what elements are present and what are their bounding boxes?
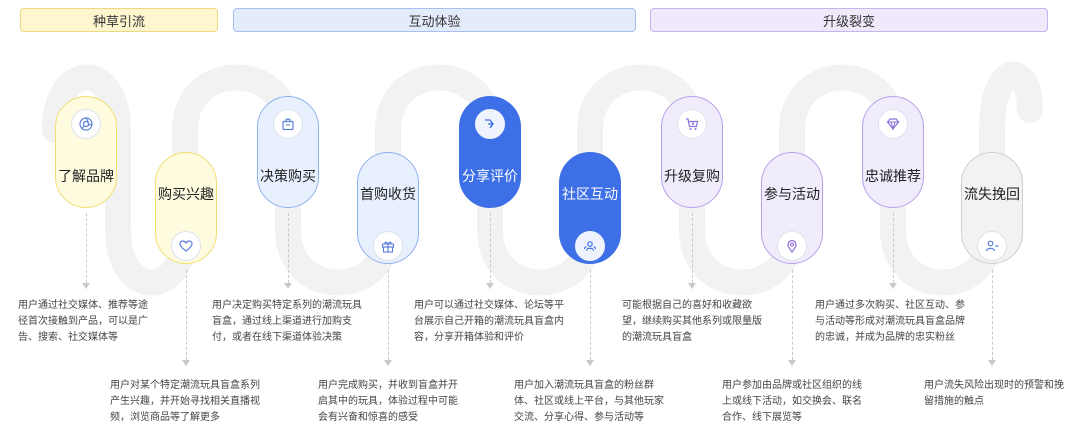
step-description: 用户流失风险出现时的预警和挽留措施的触点 (924, 380, 1064, 407)
step-pill-community-interaction[interactable] (559, 152, 621, 264)
step-description: 用户参加由品牌或社区组织的线上或线下活动，如交换会、联名合作、线下展览等 (722, 380, 862, 423)
step-pill-purchase-decision[interactable] (257, 96, 319, 208)
step-title: 升级复购 (664, 169, 720, 185)
connector-arrow (384, 360, 392, 366)
phase-bar-interaction: 互动体验 (233, 8, 636, 32)
phase-label: 种草引流 (92, 14, 145, 30)
step-pill-upgrade-repurchase[interactable] (661, 96, 723, 208)
step-pill-join-activities[interactable] (761, 152, 823, 264)
step-pill-understand-brand[interactable] (55, 96, 117, 208)
connector-line (186, 270, 187, 360)
step-title: 购买兴趣 (158, 187, 214, 203)
shopping-bag-icon (273, 109, 303, 139)
step-title: 参与活动 (764, 187, 820, 203)
connector-arrow (586, 360, 594, 366)
step-title: 分享评价 (462, 169, 518, 185)
gift-icon (373, 231, 403, 261)
heart-icon (171, 231, 201, 261)
step-title: 社区互动 (562, 187, 618, 203)
connector-arrow (988, 360, 996, 366)
step-description: 用户决定购买特定系列的潮流玩具盲盒，通过线上渠道进行加购支付，或者在线下渠道体验… (212, 300, 362, 343)
community-icon (575, 231, 605, 261)
diamond-icon (878, 109, 908, 139)
step-description: 用户加入潮流玩具盲盒的粉丝群体、社区或线上平台，与其他玩家交流、分享心得、参与活… (514, 380, 664, 423)
connector-arrow (82, 283, 90, 289)
connector-arrow (486, 283, 494, 289)
phase-bar-awareness: 种草引流 (20, 8, 218, 32)
step-description: 用户完成购买，并收到盲盒并开启其中的玩具，体验过程中可能会有兴奋和惊喜的感受 (318, 380, 458, 423)
user-minus-icon (977, 231, 1007, 261)
location-pin-icon (777, 231, 807, 261)
connector-line (792, 270, 793, 360)
step-title: 决策购买 (260, 169, 316, 185)
phase-bar-upgrade: 升级裂变 (650, 8, 1048, 32)
connector-line (388, 270, 389, 360)
cart-icon (677, 109, 707, 139)
connector-line (490, 213, 491, 283)
step-title: 首购收货 (360, 187, 416, 203)
connector-arrow (182, 360, 190, 366)
step-description: 用户可以通过社交媒体、论坛等平台展示自己开箱的潮流玩具盲盒内容，分享开箱体验和评… (414, 300, 564, 343)
step-pill-loyal-recommend[interactable] (862, 96, 924, 208)
step-description: 可能根据自己的喜好和收藏欲望，继续购买其他系列或限量版的潮流玩具盲盒 (622, 300, 762, 343)
aperture-icon (71, 109, 101, 139)
step-title: 流失挽回 (964, 187, 1020, 203)
step-description: 用户通过社交媒体、推荐等途径首次接触到产品，可以是广告、搜索、社交媒体等 (18, 300, 148, 343)
connector-arrow (688, 283, 696, 289)
step-title: 了解品牌 (58, 169, 114, 185)
step-description: 用户通过多次购买、社区互动、参与活动等形成对潮流玩具盲盒品牌的忠诚，并成为品牌的… (815, 300, 965, 343)
connector-line (692, 213, 693, 283)
connector-line (288, 213, 289, 283)
connector-line (992, 270, 993, 360)
step-pill-purchase-interest[interactable] (155, 152, 217, 264)
share-icon (475, 109, 505, 139)
phase-label: 互动体验 (408, 14, 461, 30)
connector-arrow (889, 283, 897, 289)
connector-arrow (284, 283, 292, 289)
step-title: 忠诚推荐 (865, 169, 921, 185)
phase-label: 升级裂变 (822, 14, 875, 30)
step-pill-first-delivery[interactable] (357, 152, 419, 264)
connector-line (590, 270, 591, 360)
connector-line (86, 213, 87, 283)
step-description: 用户对某个特定潮流玩具盲盒系列产生兴趣，并开始寻找相关直播视频，浏览商品等了解更… (110, 380, 260, 423)
connector-arrow (788, 360, 796, 366)
step-pill-share-review[interactable] (459, 96, 521, 208)
connector-line (893, 213, 894, 283)
step-pill-churn-recovery[interactable] (961, 152, 1023, 264)
